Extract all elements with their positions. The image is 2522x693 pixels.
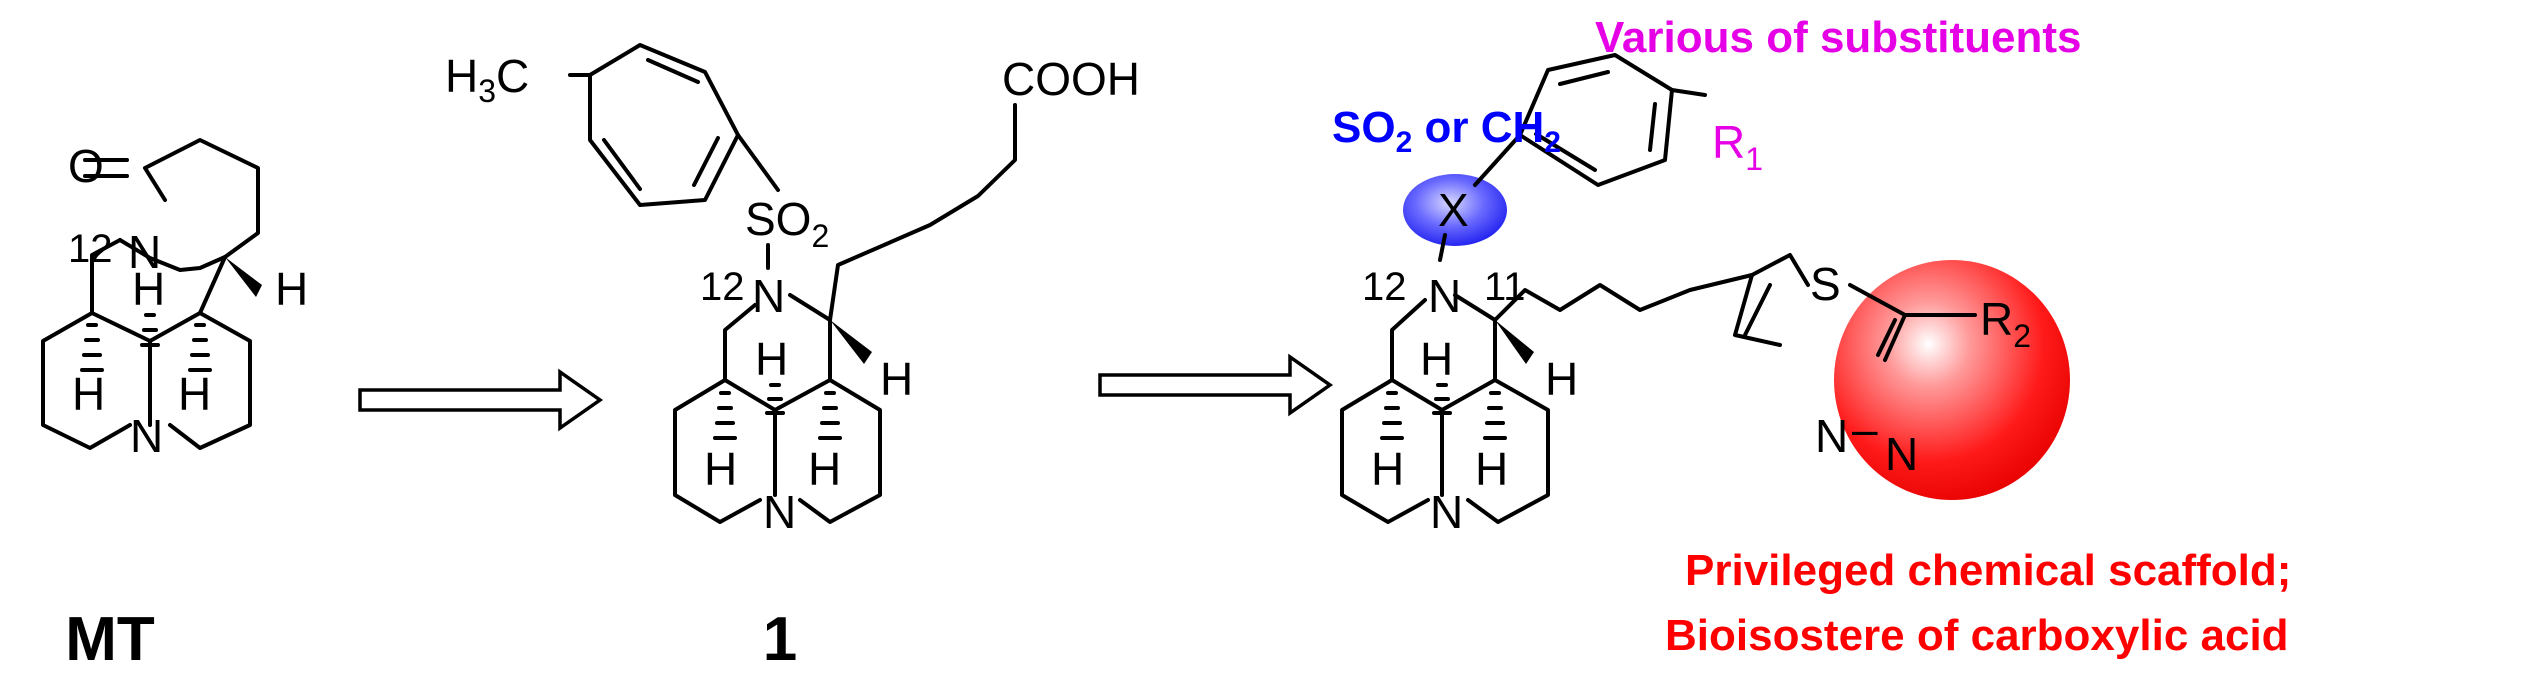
atom-h-center: H xyxy=(1420,333,1453,385)
compound-mt: O N 12 H H H H N MT xyxy=(41,138,308,674)
atom-h-right-low: H xyxy=(178,368,211,420)
atom-h-right-low: H xyxy=(1475,443,1508,495)
r1-label: R1 xyxy=(1712,116,1763,177)
atom-s: S xyxy=(1810,258,1841,310)
atom-so2: SO2 xyxy=(745,193,829,254)
atom-cooh: COOH xyxy=(1002,53,1140,105)
atom-n-bottom: N xyxy=(763,486,796,538)
locant-12: 12 xyxy=(700,265,745,309)
atom-n-ring-left: N xyxy=(1815,410,1848,462)
mt-bonds xyxy=(41,138,262,450)
atom-h3c: H3C xyxy=(445,50,529,109)
ring-bond-dash: – xyxy=(1852,403,1878,455)
wedge-bond xyxy=(830,320,872,364)
hashed-bond xyxy=(1483,391,1507,440)
retro-arrow-2 xyxy=(1098,353,1334,417)
atom-n-bottom: N xyxy=(1430,486,1463,538)
atom-n-amide: N xyxy=(752,270,785,322)
compound-1: H3C SO2 COOH N 12 H H H H N 1 xyxy=(445,43,1140,674)
atom-n-ring-right: N xyxy=(1885,428,1918,480)
hashed-bond xyxy=(1432,383,1452,415)
atom-h-center: H xyxy=(132,263,165,315)
hashed-bond xyxy=(713,391,737,440)
hashed-bond xyxy=(188,323,212,372)
target-compound: X N 12 11 H H H H N S N – N R1 R2 xyxy=(1340,53,2070,538)
wedge-bond xyxy=(225,257,262,297)
atom-n-bottom: N xyxy=(130,410,163,462)
wedge-bond xyxy=(1495,320,1534,364)
atom-h-center: H xyxy=(755,333,788,385)
scaffold-note-line1: Privileged chemical scaffold; xyxy=(1685,546,2291,595)
atom-h-left-low: H xyxy=(1371,443,1404,495)
hashed-bond xyxy=(140,313,160,347)
hashed-bond xyxy=(765,383,785,415)
locant-11: 11 xyxy=(1484,265,1526,309)
atom-h-chain: H xyxy=(1545,353,1578,405)
atom-n-amide: N xyxy=(128,226,161,278)
x-choice-note: SO2 or CH2 xyxy=(1332,103,1561,159)
hashed-bond xyxy=(1380,391,1404,440)
hashed-bond xyxy=(818,391,842,440)
compound-label-1: 1 xyxy=(763,605,797,674)
locant-12: 12 xyxy=(68,227,113,271)
atom-o: O xyxy=(68,140,104,192)
atom-h-chain: H xyxy=(880,353,913,405)
hashed-bond xyxy=(80,323,104,372)
r2-label: R2 xyxy=(1980,293,2031,354)
atom-h-left-low: H xyxy=(72,368,105,420)
x-linker-highlight xyxy=(1403,174,1507,246)
compound-label-mt: MT xyxy=(65,605,155,674)
locant-12: 12 xyxy=(1362,265,1407,309)
scaffold-note-line2: Bioisostere of carboxylic acid xyxy=(1665,611,2289,660)
substituents-note: Various of substituents xyxy=(1595,13,2082,62)
retro-arrow-1 xyxy=(358,368,604,432)
atom-n-amide: N xyxy=(1428,270,1461,322)
atom-h-right: H xyxy=(275,263,308,315)
atom-h-left-low: H xyxy=(704,443,737,495)
atom-x: X xyxy=(1438,184,1469,236)
c1-bonds xyxy=(568,43,1017,524)
atom-h-right-low: H xyxy=(808,443,841,495)
target-bonds xyxy=(1340,53,1977,524)
